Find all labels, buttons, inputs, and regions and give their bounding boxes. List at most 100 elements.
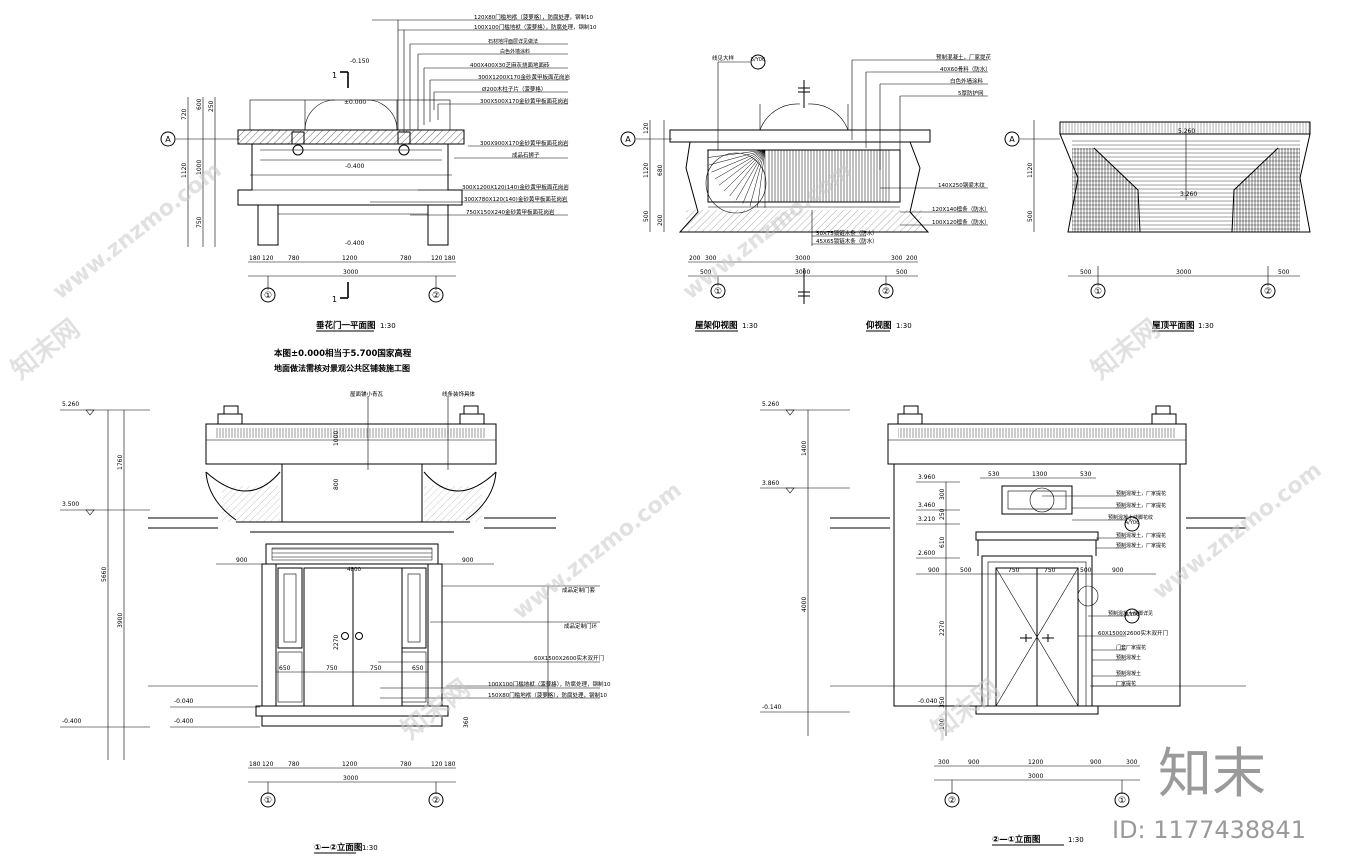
roofplan-vdim-1: 1120 [1027, 163, 1034, 178]
roof-callout-4: 白色外墙涂料 [950, 77, 984, 85]
plan-callout-6: 300X1200X170金砂黄甲板面花岗岩 [478, 73, 571, 81]
roofplan-scale: 1:30 [1198, 322, 1214, 330]
roof-vdim-3: 1120 [643, 163, 650, 178]
roof-underside-scale: 1:30 [742, 322, 758, 330]
roof-dim-8: 500 [896, 269, 908, 276]
watermark-site-2: www.znzmo.com [48, 158, 226, 305]
roof-dim-7: 3000 [795, 269, 810, 276]
side-callout-11: 厂家提花 [1116, 680, 1136, 687]
roof-underside-view: A 120 680 1120 500 200 [620, 53, 992, 332]
side-dim-4: 900 [928, 567, 940, 574]
elev-axis-2: ② [432, 796, 440, 806]
watermark-text-4: 知末网 [1086, 314, 1166, 386]
roof-dim-6: 500 [700, 269, 712, 276]
underside-scale: 1:30 [896, 322, 912, 330]
side-dim-total: 3000 [1028, 773, 1043, 780]
elev-dim-7: 650 [412, 665, 424, 672]
roof-dim-4: 300 [891, 255, 903, 262]
side-callout-5: 预制混凝土，厂家提花 [1116, 542, 1166, 549]
elev-dim-6: 750 [370, 665, 382, 672]
plan-level-2: ±0.000 [344, 99, 366, 106]
note-1: 本图±0.000相当于5.700国家高程 [274, 348, 412, 359]
plan-level-3: -0.400 [345, 163, 365, 170]
elev-dim-3: 900 [462, 557, 474, 564]
side-callout-2: 预制混凝土，厂家提花 [1116, 502, 1166, 509]
side-vdim-2: 4000 [801, 597, 808, 612]
side-callout-4: 预制混凝土，厂家提花 [1116, 532, 1166, 539]
axis-a-label: A [165, 135, 171, 144]
side-level-4: 3.460 [918, 502, 935, 509]
side-vdim-5: 610 [939, 536, 946, 548]
roof-dim-5: 200 [906, 255, 918, 262]
elev-level-5: -0.400 [174, 718, 194, 725]
side-dim-8: 500 [1080, 567, 1092, 574]
rafter-line [718, 149, 766, 186]
side-callout-6: 预制混凝土线脚详见 [1108, 610, 1153, 617]
plan-callout-1: 120X80门槛地袱（菠萝格），防腐处理，钢制10 [474, 13, 594, 21]
front-elev-title: ①—②立面图 [314, 842, 362, 853]
elev-vdim-1: 1760 [117, 455, 124, 470]
elev-callout-7: 150X80门槛地袱（菠萝格），防腐处理，钢制10 [488, 691, 608, 699]
elev-vdim-5: 1000 [333, 431, 340, 446]
roof-axis-a: A [625, 135, 631, 144]
side-level-1: 5.260 [762, 401, 779, 408]
rafter-line [735, 149, 766, 201]
side-dim-10: 300 [938, 759, 950, 766]
side-vdim-1: 1400 [801, 441, 808, 456]
side-dim-1: 530 [988, 471, 1000, 478]
roofplan-axis-a: A [1009, 135, 1015, 144]
elev-level-3: -0.040 [174, 698, 194, 705]
side-axis-2: ② [948, 796, 956, 806]
side-vdim-6: 2270 [939, 621, 946, 636]
roof-vdim-4: 500 [643, 210, 650, 222]
elev-dim-total: 3000 [343, 775, 358, 782]
ref-mark-5: 5/Y06 [751, 57, 765, 63]
plan-title: 垂花门一平面图 [316, 320, 376, 331]
elev-callout-1: 屋面铺小青瓦 [350, 390, 384, 398]
elev-dim-12: 780 [400, 761, 412, 768]
elev-dim-1: 900 [236, 557, 248, 564]
plan-callout-8: 300X500X170金砂黄甲板面花岗岩 [480, 97, 569, 105]
roof-callout-6: 140X250钢梁木纹 [938, 181, 985, 189]
elev-dim-13: 120 [431, 761, 443, 768]
watermark: 知末网 知末网 知末网 知末网 www.znzmo.com www.znzmo.… [6, 158, 1327, 844]
side-axis-1: ① [1118, 796, 1126, 806]
side-level-2: 3.960 [918, 474, 935, 481]
side-dim-13: 900 [1090, 759, 1102, 766]
plan-callout-10: 成品石狮子 [512, 151, 540, 159]
side-dim-9: 900 [1112, 567, 1124, 574]
side-level-5: 3.210 [918, 516, 935, 523]
rafter-line [708, 149, 766, 166]
side-dim-14: 300 [1126, 759, 1138, 766]
roof-callout-1: 线见大样 [712, 54, 735, 62]
plan-vdim-2: 600 [196, 98, 203, 110]
roof-dim-3: 3000 [795, 255, 810, 262]
plan-vdim-3: 250 [208, 100, 215, 112]
rafter-line [714, 149, 766, 180]
elev-callout-3: 成品定制门套 [562, 586, 596, 594]
side-dim-7: 750 [1044, 567, 1056, 574]
plan-dim-5: 780 [400, 255, 412, 262]
watermark-text-2: 知末网 [396, 674, 476, 746]
roof-callout-8: 100X120檩条（防水） [932, 218, 990, 226]
plan-level-1: -0.150 [350, 58, 370, 65]
elev-dim-8: 180 [249, 761, 261, 768]
side-dim-11: 900 [968, 759, 980, 766]
roofplan-vdim-2: 500 [1027, 210, 1034, 222]
elev-callout-5: 60X1500X2600实木双开门 [534, 654, 604, 662]
roofplan-dim-1: 500 [1080, 269, 1092, 276]
section-mark-bottom: 1 [332, 295, 337, 304]
plan-vdim-5: 1120 [181, 163, 188, 178]
elev-vdim-2: 5660 [101, 567, 108, 582]
elev-level-1: 5.260 [62, 401, 79, 408]
plan-callout-7: Ø200木柱子片（菠萝格） [482, 85, 546, 93]
plan-axis-2: ② [432, 291, 440, 301]
elev-dim-4: 650 [279, 665, 291, 672]
side-level-7: -0.040 [918, 698, 938, 705]
side-level-8: -0.140 [762, 704, 782, 711]
plan-dim-7: 180 [444, 255, 456, 262]
note-2: 地面做法需核对景观公共区铺装施工图 [274, 363, 410, 373]
roof-callout-3: 40X60骨料（防水） [940, 65, 991, 73]
